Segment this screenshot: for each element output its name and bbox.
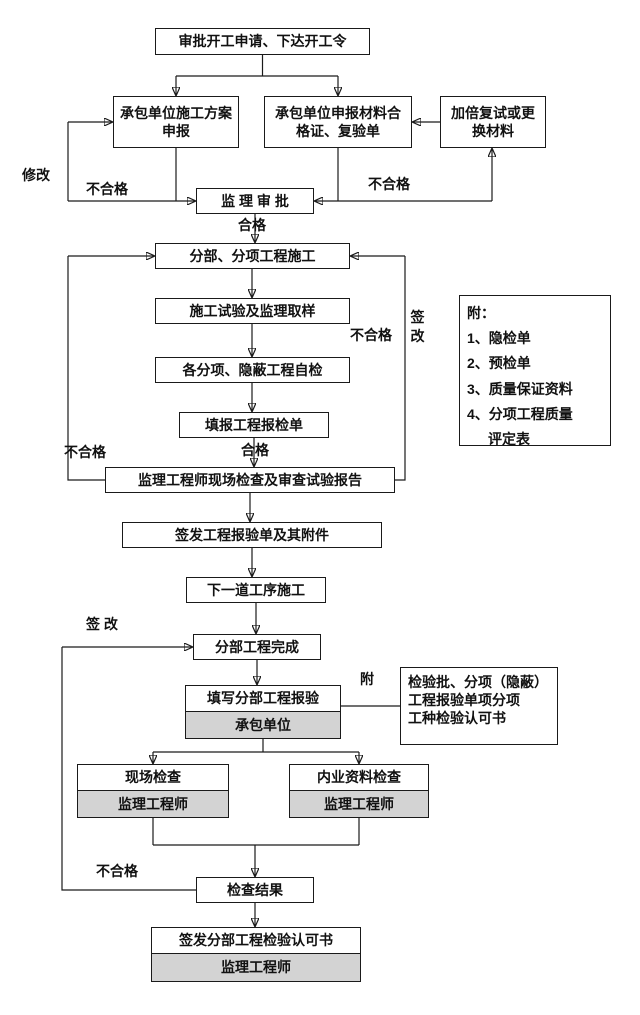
legend-title: 附： xyxy=(467,305,495,321)
node-division-complete: 分部工程完成 xyxy=(193,634,321,660)
node-retest: 加倍复试或更换材料 xyxy=(440,96,546,148)
node-attachment-note: 检验批、分项（隐蔽） 工程报验单项分项 工种检验认可书 xyxy=(400,667,558,745)
label-fail-right: 不合格 xyxy=(350,327,392,343)
node-supervisor-site-tag: 监理工程师 xyxy=(77,790,229,818)
label-modify: 修改 xyxy=(22,167,50,183)
label-pass-form: 合格 xyxy=(241,442,269,458)
legend-item: 3、质量保证资料 xyxy=(467,380,573,397)
legend-item: 评定表 xyxy=(488,430,530,447)
attachment-line: 检验批、分项（隐蔽） xyxy=(408,674,548,690)
label-sign-rework-bottom: 签 改 xyxy=(86,616,118,632)
attachment-line: 工种检验认可书 xyxy=(408,710,506,727)
node-issue-inspection-form: 签发工程报验单及其附件 xyxy=(122,522,382,548)
node-plan-submit: 承包单位施工方案申报 xyxy=(113,96,239,148)
legend-item: 1、隐检单 xyxy=(467,330,531,347)
node-self-check: 各分项、隐蔽工程自检 xyxy=(155,357,350,383)
legend-item: 4、分项工程质量 xyxy=(467,405,573,422)
node-start: 审批开工申请、下达开工令 xyxy=(155,28,370,55)
node-document-inspection: 内业资料检查 xyxy=(289,764,429,791)
node-supervisor-review: 监 理 审 批 xyxy=(196,188,314,214)
node-supervisor-cert-tag: 监理工程师 xyxy=(151,953,361,982)
label-fail-result: 不合格 xyxy=(96,863,138,879)
label-sign-rework-right: 签改 xyxy=(410,309,425,344)
node-check-result: 检查结果 xyxy=(196,877,314,903)
label-pass-review: 合格 xyxy=(238,217,266,233)
node-material-submit: 承包单位申报材料合格证、复验单 xyxy=(264,96,412,148)
node-site-inspection: 现场检查 xyxy=(77,764,229,791)
node-next-process: 下一道工序施工 xyxy=(186,577,326,603)
node-site-check-review: 监理工程师现场检查及审查试验报告 xyxy=(105,467,395,493)
attachment-line: 工程报验单项分项 xyxy=(408,692,520,709)
node-fill-division-report: 填写分部工程报验 xyxy=(185,685,341,712)
legend-attachments: 附： 1、隐检单 2、预检单 3、质量保证资料 4、分项工程质量 评定表 xyxy=(459,295,611,447)
node-construction: 分部、分项工程施工 xyxy=(155,243,350,269)
legend-item: 2、预检单 xyxy=(467,355,531,372)
node-contractor-tag: 承包单位 xyxy=(185,711,341,739)
node-supervisor-doc-tag: 监理工程师 xyxy=(289,790,429,818)
node-test-sampling: 施工试验及监理取样 xyxy=(155,298,350,324)
label-fail-left: 不合格 xyxy=(64,444,106,460)
node-issue-division-cert: 签发分部工程检验认可书 xyxy=(151,927,361,954)
label-fail-material: 不合格 xyxy=(368,176,410,192)
label-attach: 附 xyxy=(360,671,374,687)
node-fill-inspection-form: 填报工程报检单 xyxy=(179,412,329,438)
label-fail-plan: 不合格 xyxy=(86,181,128,197)
